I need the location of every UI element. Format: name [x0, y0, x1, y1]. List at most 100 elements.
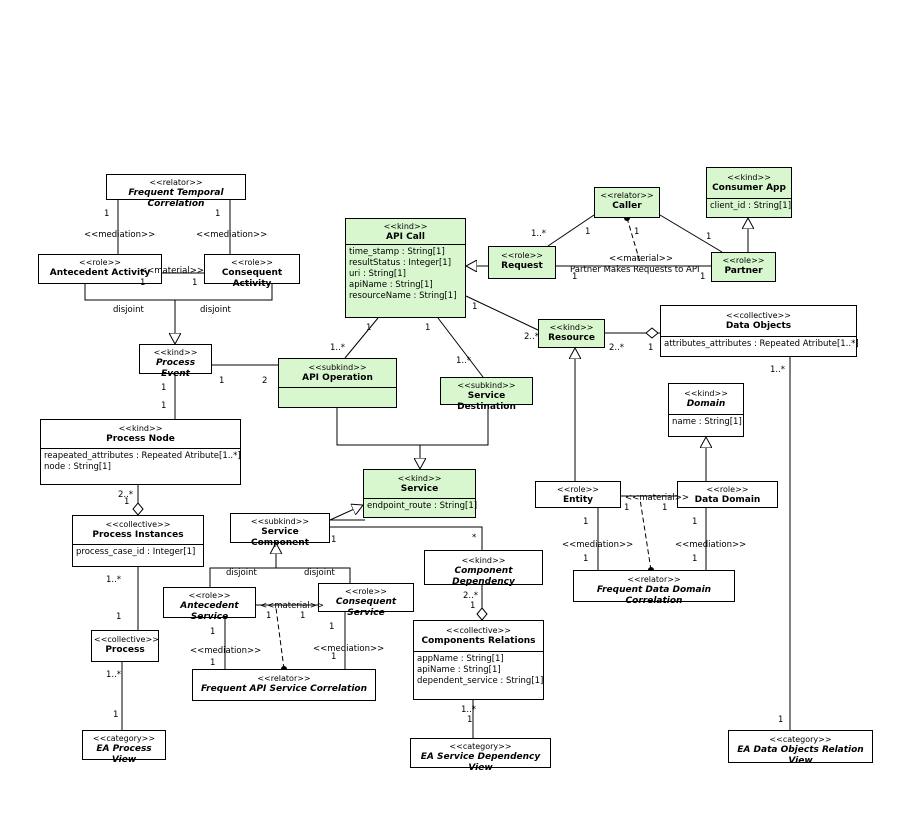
- label-disjoint: disjoint: [304, 568, 335, 578]
- assoc-sc-cd: [330, 526, 483, 550]
- class-frequent-temporal-correlation[interactable]: <<relator>>Frequent Temporal Correlation: [106, 174, 246, 209]
- aggregation-diamond-pi: [132, 502, 144, 516]
- class-process-node[interactable]: <<kind>>Process Node reapeated_attribute…: [40, 419, 241, 485]
- label-multiplicity: 1: [472, 302, 478, 312]
- class-domain[interactable]: <<kind>>Domain name : String[1]: [668, 383, 744, 437]
- label-mediation: <<mediation>>: [562, 540, 634, 550]
- attr-process-case-id: process_case_id : Integer[1]: [76, 547, 196, 557]
- assoc-apic-res: [465, 295, 539, 331]
- label-multiplicity: 1: [778, 715, 784, 725]
- assoc-apic-sd: [437, 317, 484, 378]
- label-multiplicity: 1..*: [106, 670, 122, 680]
- aggregation-diamond-cr: [476, 607, 488, 621]
- dash-fddc-material: [639, 498, 652, 571]
- class-components-relations[interactable]: <<collective>>Components Relations appNa…: [413, 620, 544, 700]
- label-multiplicity: 2..*: [463, 591, 479, 601]
- label-multiplicity: *: [472, 533, 477, 543]
- class-resource[interactable]: <<kind>>Resource: [538, 319, 605, 348]
- label-multiplicity: 1..*: [531, 229, 547, 239]
- label-multiplicity: 1: [648, 343, 654, 353]
- attr-time-stamp: time_stamp : String[1]: [349, 247, 445, 257]
- attr-uri: uri : String[1]: [349, 269, 406, 279]
- class-partner[interactable]: <<role>>Partner: [711, 252, 776, 282]
- label-disjoint: disjoint: [226, 568, 257, 578]
- label-multiplicity: 2..*: [524, 332, 540, 342]
- class-process-instances[interactable]: <<collective>>Process Instances process_…: [72, 515, 204, 567]
- class-api-call[interactable]: <<kind>>API Call time_stamp : String[1] …: [345, 218, 466, 318]
- attr-api-name: apiName : String[1]: [349, 280, 433, 290]
- label-multiplicity: 1: [161, 401, 167, 411]
- class-antecedent-activity[interactable]: <<role>>Antecedent Activity: [38, 254, 162, 284]
- dash-fasc-material: [275, 607, 285, 670]
- label-mediation: <<mediation>>: [84, 230, 156, 240]
- class-ea-data-objects-relation-view[interactable]: <<category>>EA Data Objects Relation Vie…: [728, 730, 873, 766]
- class-service-destination[interactable]: <<subkind>>Service Destination: [440, 377, 533, 412]
- class-consumer-app[interactable]: <<kind>>Consumer App client_id : String[…: [706, 167, 792, 218]
- label-multiplicity: 1..*: [106, 575, 122, 585]
- label-multiplicity: 1..*: [461, 705, 477, 715]
- attr-endpoint-route: endpoint_route : String[1]: [367, 501, 478, 511]
- attr-client-id: client_id : String[1]: [710, 201, 792, 211]
- label-multiplicity: 1: [266, 611, 272, 621]
- class-component-dependency[interactable]: <<kind>>Component Dependency: [424, 550, 543, 587]
- label-multiplicity: 1: [161, 383, 167, 393]
- label-multiplicity: 1: [113, 710, 119, 720]
- class-ea-service-dependency-view[interactable]: <<category>>EA Service Dependency View: [410, 738, 551, 773]
- attr-app-name: appName : String[1]: [417, 654, 504, 664]
- label-material: <<material>>: [609, 254, 673, 264]
- class-frequent-data-domain-correlation[interactable]: <<relator>>Frequent Data Domain Correlat…: [573, 570, 735, 606]
- generalization-aa-ca-pe: [84, 283, 273, 301]
- label-multiplicity: 1: [329, 622, 335, 632]
- attr-dependent-service: dependent_service : String[1]: [417, 676, 544, 686]
- label-multiplicity: 1: [467, 715, 473, 725]
- label-multiplicity: 1: [706, 232, 712, 242]
- label-multiplicity: 1..*: [770, 365, 786, 375]
- label-multiplicity: 1: [700, 272, 706, 282]
- attr-domain-name: name : String[1]: [672, 417, 742, 427]
- attr-api-name-cr: apiName : String[1]: [417, 665, 501, 675]
- class-entity[interactable]: <<role>>Entity: [535, 481, 621, 508]
- class-request[interactable]: <<role>>Request: [488, 246, 556, 279]
- aggregation-diamond-dob: [645, 327, 659, 339]
- attr-attributes-attributes: attributes_attributes : Repeated Atribut…: [664, 339, 859, 349]
- label-multiplicity: 1: [572, 272, 578, 282]
- label-material: <<material>>: [260, 601, 324, 611]
- label-multiplicity: 1: [583, 517, 589, 527]
- label-multiplicity: 2: [262, 376, 268, 386]
- label-multiplicity: 1: [692, 554, 698, 564]
- label-multiplicity: 1: [104, 209, 110, 219]
- class-api-operation[interactable]: <<subkind>>API Operation: [278, 358, 397, 408]
- class-data-objects[interactable]: <<collective>>Data Objects attributes_at…: [660, 305, 859, 357]
- label-multiplicity: 2..*: [609, 343, 625, 353]
- label-mediation: <<mediation>>: [313, 644, 385, 654]
- class-consequent-service[interactable]: <<role>>Consequent Service: [318, 583, 414, 618]
- class-process-event[interactable]: <<kind>>Process Event: [139, 344, 212, 379]
- attr-result-status: resultStatus : Integer[1]: [349, 258, 452, 268]
- attr-resource-name: resourceName : String[1]: [349, 291, 457, 301]
- label-multiplicity: 1: [140, 278, 146, 288]
- class-process[interactable]: <<collective>>Process: [91, 630, 159, 662]
- label-mediation: <<mediation>>: [196, 230, 268, 240]
- class-consequent-activity[interactable]: <<role>>Consequent Activity: [204, 254, 300, 289]
- label-multiplicity: 1: [331, 652, 337, 662]
- label-multiplicity: 1: [585, 227, 591, 237]
- class-ea-process-view[interactable]: <<category>>EA Process View: [82, 730, 166, 765]
- label-multiplicity: 1: [300, 611, 306, 621]
- label-multiplicity: 1: [210, 627, 216, 637]
- label-multiplicity: 1..*: [456, 356, 472, 366]
- label-mediation: <<mediation>>: [675, 540, 747, 550]
- class-data-domain[interactable]: <<role>>Data Domain: [677, 481, 778, 508]
- generalization-apio-sd-svc: [336, 405, 489, 446]
- class-antecedent-service[interactable]: <<role>>Antecedent Service: [163, 587, 256, 622]
- label-material-name: Partner Makes Requests to API: [570, 265, 700, 275]
- class-frequent-api-service-correlation[interactable]: <<relator>>Frequent API Service Correlat…: [192, 669, 376, 701]
- label-multiplicity: 1: [624, 503, 630, 513]
- class-caller[interactable]: <<relator>>Caller: [594, 187, 660, 218]
- class-service-component[interactable]: <<subkind>>Service Component: [230, 513, 330, 548]
- class-service[interactable]: <<kind>>Service endpoint_route : String[…: [363, 469, 478, 518]
- label-multiplicity: 1: [662, 503, 668, 513]
- label-material: <<material>>: [140, 266, 204, 276]
- generalization-as-cs-sc: [209, 567, 351, 587]
